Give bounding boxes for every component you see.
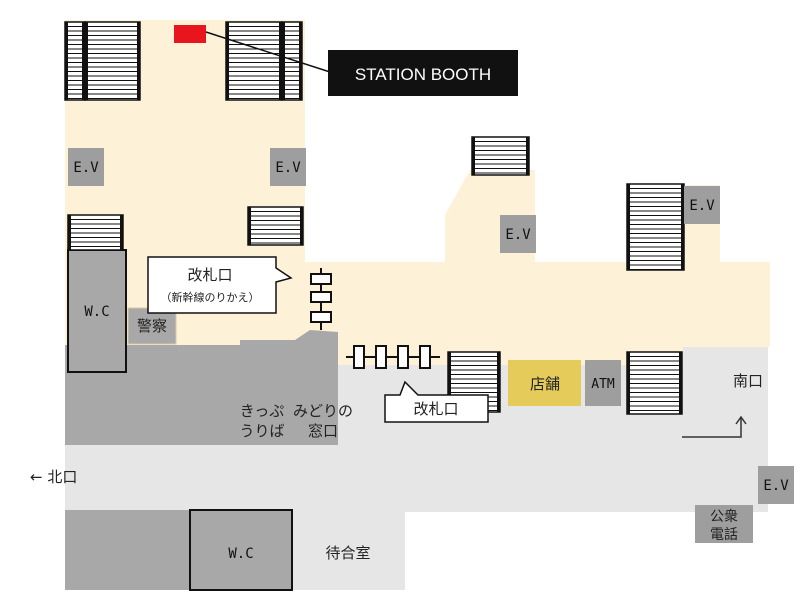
stair-lower-right [626,351,683,415]
bottom-facility-block [65,510,190,590]
gate-lower-text: 改札口 [413,400,458,418]
elevator-bottom-right: E.V [758,466,794,504]
wc-bottom-room [189,509,293,591]
station-booth-leader [205,31,331,73]
public-phone-label-1: 公衆 [710,509,738,525]
gate-upper-title: 改札口 [187,266,232,284]
elevator-top-center: E.V [270,148,306,186]
shop-label: 店舗 [530,375,560,393]
public-passage-strip [65,445,768,512]
station-booth-text: STATION BOOTH [355,65,491,84]
gate-lower-callout [384,380,489,423]
south-exit-label: 南口 [733,372,763,390]
elevator-label: E.V [275,160,301,176]
gate-upper-callout [147,256,293,314]
elevator-top-left: E.V [68,148,104,186]
stair-top-center-a [225,21,283,101]
wc-bottom-label: W.C [228,546,253,562]
ticket-machines-label-2: うりば [239,422,284,440]
elevator-label: E.V [763,478,789,494]
stair-right-tall [626,183,685,271]
stair-left-mid [67,214,124,251]
police-label: 警察 [137,317,167,335]
elevator-label: E.V [689,198,715,214]
stair-top-left-a [64,21,86,101]
elevator-label: E.V [505,227,531,243]
midori-window-label-1: みどりの [293,402,353,420]
midori-window-label-2: 窓口 [308,422,338,440]
stairs-group [64,21,685,415]
ticket-gate-upper [310,268,332,330]
gate-upper-subtitle: （新幹線のりかえ） [161,290,260,304]
stair-center-mid [247,206,304,246]
stair-top-center-b [281,21,303,101]
station-booth-marker [174,25,206,43]
atm-box [585,360,621,406]
shop-box [508,360,581,406]
wc-left-label: W.C [84,304,109,320]
public-phone-box [695,505,753,543]
station-booth-callout [328,50,518,96]
atm-label: ATM [591,377,615,392]
ticket-gate-lower [346,345,440,369]
stair-right-upper [471,136,530,176]
ticket-office-block [65,330,338,445]
north-exit-label: ← 北口 [30,468,77,486]
elevator-label: E.V [73,160,99,176]
public-phone-label-2: 電話 [710,526,738,543]
waiting-room-label: 待合室 [325,544,370,562]
south-exit-arrowhead [735,415,747,425]
elevator-middle: E.V [500,215,536,253]
stair-top-left-b [84,21,141,101]
ticket-machines-label-1: きっぷ [240,402,284,420]
elevator-top-right: E.V [684,186,720,224]
south-exit-arrow [682,418,742,438]
